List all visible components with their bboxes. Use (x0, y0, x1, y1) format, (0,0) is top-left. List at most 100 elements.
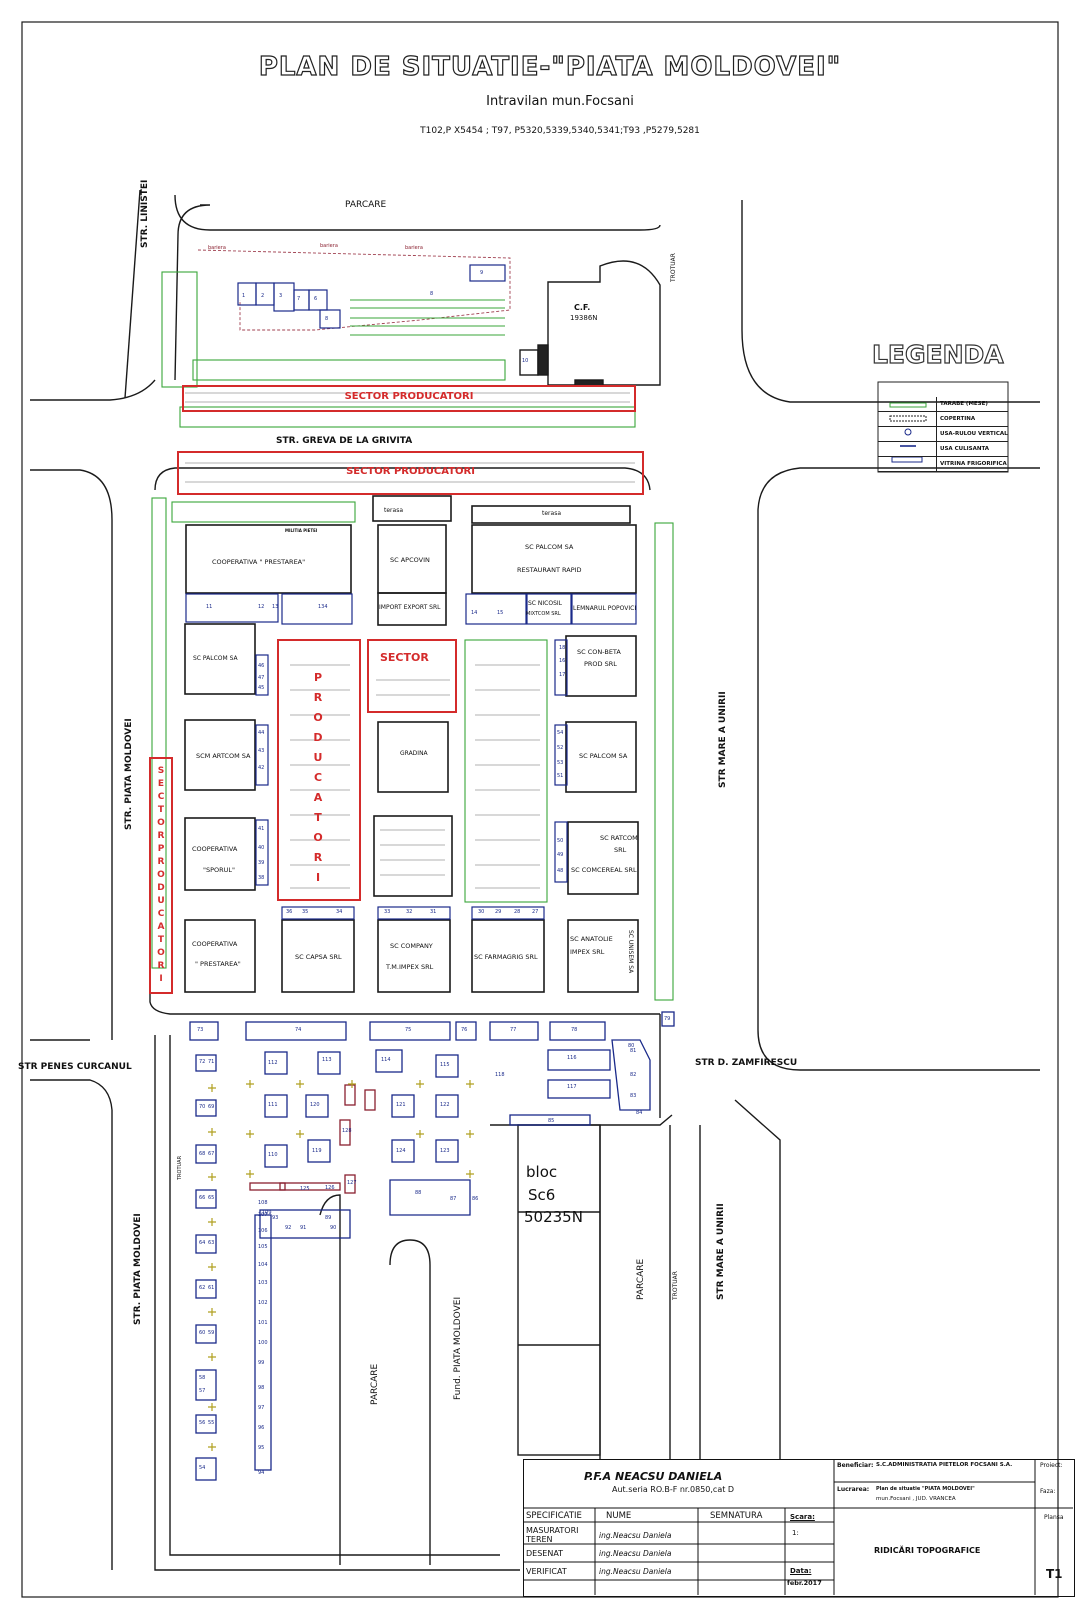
sporul-label-2: "SPORUL" (203, 866, 236, 874)
stall-side-right (554, 821, 568, 883)
legend-row: TARABE (MESE) (878, 397, 1008, 412)
stall-69-70 (195, 1099, 217, 1117)
building-palcom-left (184, 623, 256, 695)
stall-63-64 (195, 1234, 217, 1254)
stall-number-label: 98 (258, 1385, 265, 1391)
building-6 (308, 289, 328, 311)
stall-number-label: 69 (208, 1104, 215, 1110)
cf-code: 19386N (570, 314, 598, 322)
kiosk-123 (435, 1139, 459, 1163)
building-artcom (184, 719, 256, 791)
green-upper-left (171, 501, 356, 523)
road-edge (174, 234, 179, 381)
stall-126 (279, 1182, 341, 1191)
stall-number-label: 109 (262, 1210, 272, 1216)
legend-row: USA-RULOU VERTICAL (878, 427, 1008, 442)
road-edge (177, 204, 211, 236)
road-edge (174, 194, 661, 231)
kiosk-113 (317, 1051, 341, 1075)
stall-number-label: 44 (258, 730, 265, 736)
stall-number-label: 61 (208, 1285, 215, 1291)
stall-number-label: 16 (559, 658, 566, 664)
legend-title: LEGENDA (871, 339, 1004, 369)
stall-nicosil (526, 593, 572, 625)
stall-number-label: 50 (557, 838, 564, 844)
stall-number-label: 55 (208, 1420, 215, 1426)
stall-number-label: 14 (471, 610, 478, 616)
stall-number-label: 87 (450, 1196, 457, 1202)
scara-value: 1: (792, 1529, 799, 1537)
row-nume: ing.Neacsu Daniela (599, 1549, 672, 1558)
kiosk-117 (547, 1079, 611, 1099)
row-spec: VERIFICAT (526, 1567, 567, 1576)
stall-number-label: 101 (258, 1320, 268, 1326)
sector-box-label: SECTOR (380, 651, 429, 664)
kiosk-115 (435, 1054, 459, 1078)
stall-number-label: 90 (330, 1225, 337, 1231)
building-anatolie (567, 919, 639, 993)
lucrare-label: Lucrarea: (837, 1486, 870, 1493)
terasa-label: terasa (384, 507, 403, 514)
stall-number-label: 120 (310, 1102, 320, 1108)
stall-maroon (249, 1182, 286, 1191)
cf-building (547, 260, 661, 386)
sector-producatori-top-label: SECTOR PRODUCATORI (344, 391, 474, 402)
tb-line (594, 1459, 1036, 1595)
stall-number-label: 99 (258, 1360, 265, 1366)
stall-number-label: 78 (571, 1027, 578, 1033)
bariera-label: bariera (208, 245, 226, 251)
stall-number-label: 35 (302, 909, 309, 915)
legend-row: VITRINA FRIGORIFICA (878, 457, 1008, 472)
stall-side-left (255, 819, 269, 886)
building-sporul (184, 817, 256, 891)
kiosk-120 (305, 1094, 329, 1118)
row-nume: ing.Neacsu Daniela (599, 1567, 672, 1576)
stall-55-56 (195, 1414, 217, 1434)
road-edge (389, 1239, 431, 1565)
building-prestarea-bottom (184, 919, 256, 993)
stall-number-label: 117 (567, 1084, 577, 1090)
beneficiar-label: Beneficiar: (837, 1462, 874, 1469)
legend-sym-rulou (904, 428, 912, 436)
building-palcom-right (565, 721, 637, 793)
conbeta-label-2: PROD SRL (584, 660, 617, 668)
stall-number-label: 97 (258, 1405, 265, 1411)
stall-74 (245, 1021, 347, 1041)
terasa-1 (372, 495, 452, 522)
sector-box (367, 639, 457, 713)
row-spec: MASURATORI TEREN (526, 1526, 579, 1544)
cadastral-reference: T102,P X5454 ; T97, P5320,5339,5340,5341… (420, 126, 700, 136)
building-prestarea-top-label: COOPERATIVA " PRESTAREA" (212, 558, 306, 566)
lucrare-value-1: Plan de situatie "PIATA MOLDOVEI" (876, 1486, 975, 1492)
building-gradina (377, 721, 449, 793)
sector-producatori-left (149, 757, 173, 994)
stall-number-label: 59 (208, 1330, 215, 1336)
data-value: febr.2017 (787, 1579, 822, 1587)
terasa-label: terasa (542, 510, 561, 517)
stall-65-66 (195, 1189, 217, 1209)
stall-76 (455, 1021, 477, 1041)
stall-77 (489, 1021, 539, 1041)
bariera-label: bariera (405, 245, 423, 251)
stall-number-label: 45 (258, 685, 265, 691)
row-nume: ing.Neacsu Daniela (599, 1531, 672, 1540)
sector-producatori-vertical-label: PRODUCATORI (313, 671, 323, 884)
kiosk-116 (547, 1049, 611, 1071)
legend-label: VITRINA FRIGORIFICA (940, 461, 1007, 467)
road-edge (30, 1079, 113, 1570)
sector-producatori-vertical (277, 639, 361, 901)
stall-number-label: 88 (415, 1190, 422, 1196)
building-palcom-label: SC PALCOM SA (525, 543, 574, 551)
sporul-label-1: COOPERATIVA (192, 845, 238, 853)
firm-authorization: Aut.seria RO.B-F nr.0850,cat D (612, 1485, 735, 1494)
anatolie-label-2: IMPEX SRL (570, 948, 605, 956)
stall-number-label: 8 (430, 291, 434, 297)
stall-84 (509, 1114, 591, 1126)
stall-number-label: 51 (557, 773, 564, 779)
building-prestarea-top (185, 524, 352, 594)
building-9 (469, 264, 506, 282)
stall-number-label: 33 (384, 909, 391, 915)
legend-sym-vitrina (891, 456, 923, 463)
stalls-33-31 (377, 906, 451, 920)
stall-number-label: 116 (567, 1055, 577, 1061)
